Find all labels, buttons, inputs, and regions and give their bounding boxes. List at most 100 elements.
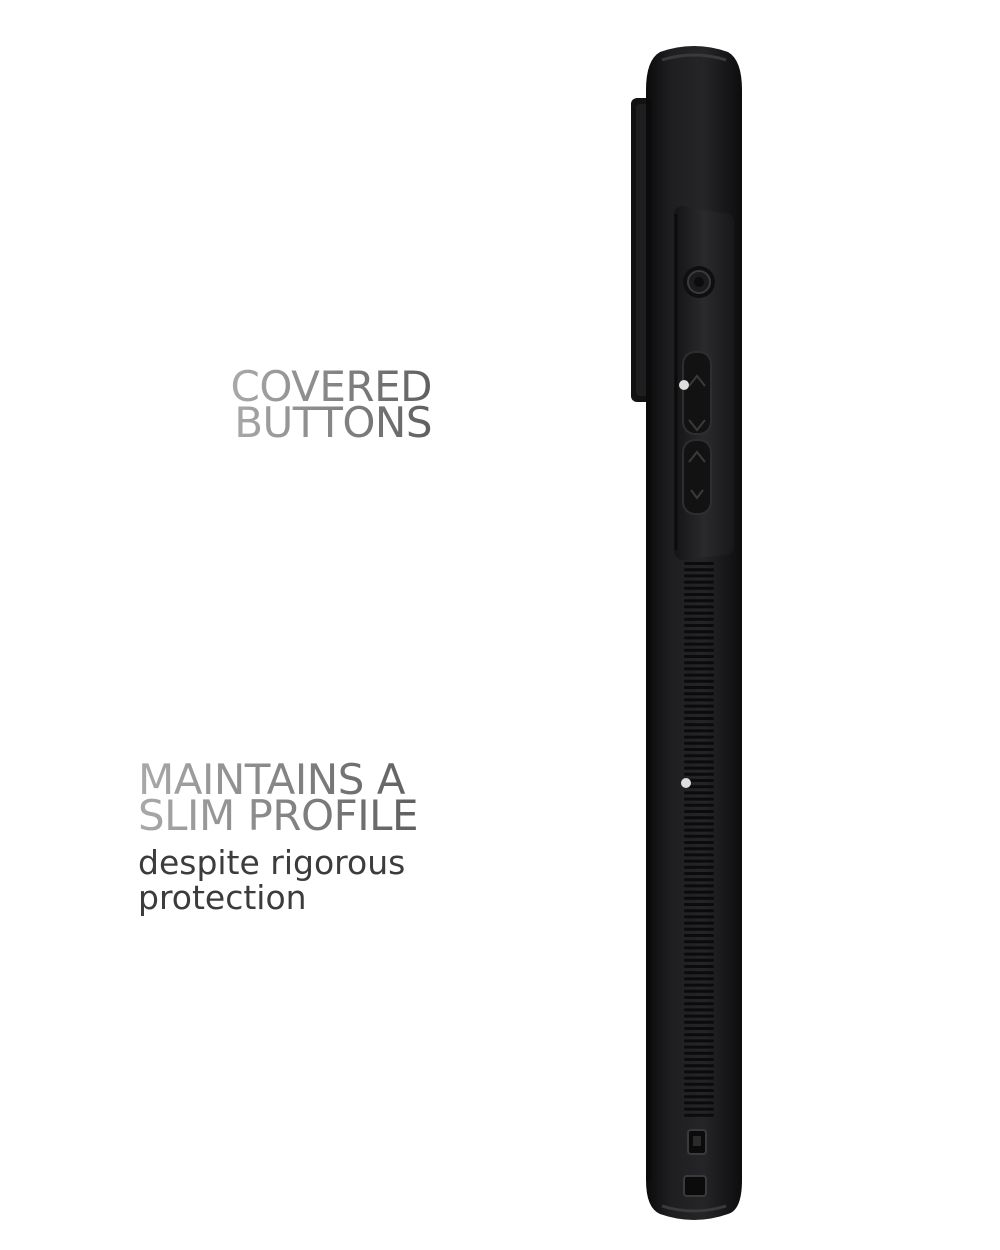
grip-ridge — [684, 617, 714, 621]
grip-ridge — [684, 636, 714, 640]
grip-ridge — [684, 1045, 714, 1049]
grip-ridge — [684, 1076, 714, 1080]
grip-ridge — [684, 741, 714, 745]
grip-ridge — [684, 723, 714, 727]
grip-ridge — [684, 772, 714, 776]
slim-profile-sub-line2: protection — [138, 878, 307, 917]
grip-ridge — [684, 791, 714, 795]
grip-ridge — [684, 760, 714, 764]
grip-ridge — [684, 859, 714, 863]
grip-ridge — [684, 1082, 714, 1086]
grip-ridge — [684, 934, 714, 937]
grip-ridge — [684, 797, 714, 801]
grip-ridge — [684, 630, 714, 634]
grip-ridge — [684, 816, 714, 820]
grip-ridge — [684, 896, 714, 900]
grip-ridge — [684, 785, 714, 789]
grip-ridge — [684, 921, 714, 925]
slim-profile-sub-line1: despite rigorous — [138, 843, 406, 882]
grip-ridge — [684, 803, 714, 807]
covered-buttons-line2: BUTTONS — [234, 398, 432, 447]
grip-ridge — [684, 890, 714, 894]
grip-ridge — [684, 989, 714, 993]
grip-ridge — [684, 1064, 714, 1068]
grip-ridge — [684, 562, 714, 565]
grip-ridge — [684, 1107, 714, 1111]
grip-ridge — [684, 1101, 714, 1105]
grip-ridge — [684, 599, 714, 603]
grip-ridge — [684, 940, 714, 944]
grip-ridge — [684, 971, 714, 975]
grip-ridge — [684, 878, 714, 882]
grip-ridge — [684, 1002, 714, 1006]
grip-ridge — [684, 1095, 714, 1099]
grip-ridge — [684, 828, 714, 832]
grip-ridge — [684, 766, 714, 770]
grip-ridge — [684, 1014, 714, 1018]
grip-ridge — [684, 754, 714, 758]
grip-ridge — [684, 1113, 714, 1117]
slim-profile-pointer — [476, 778, 691, 788]
bottom-port-icon — [683, 1175, 707, 1197]
grip-ridge — [684, 834, 714, 838]
grip-ridge — [684, 822, 714, 826]
grip-ridge — [684, 648, 714, 652]
grip-ridge — [684, 593, 714, 596]
grip-ridge — [684, 1051, 714, 1055]
grip-ridge — [684, 735, 714, 739]
grip-ridge — [684, 853, 714, 857]
grip-ridge — [684, 946, 714, 950]
grip-ridge — [684, 965, 714, 968]
grip-ridge — [684, 611, 714, 615]
power-button-icon — [683, 266, 715, 298]
grip-ridge — [684, 1008, 714, 1012]
covered-buttons-pointer — [472, 380, 689, 390]
grip-ridge — [684, 847, 714, 851]
grip-ridge — [684, 673, 714, 677]
grip-ridge — [684, 580, 714, 584]
volume-down-button-icon — [682, 439, 712, 515]
grip-ridge — [684, 679, 714, 683]
grip-ridge — [684, 1070, 714, 1074]
grip-ridge — [684, 642, 714, 646]
grip-ridge — [684, 996, 714, 999]
slim-profile-heading: MAINTAINS A SLIM PROFILE — [138, 762, 418, 834]
grip-ridge — [684, 958, 714, 962]
grip-ridge — [684, 568, 714, 572]
grip-ridge — [684, 884, 714, 888]
grip-ridge — [684, 1058, 714, 1061]
grip-ridges — [684, 562, 714, 1117]
grip-ridge — [684, 655, 714, 658]
grip-ridge — [684, 872, 714, 875]
grip-ridge — [684, 704, 714, 708]
grip-ridge — [684, 909, 714, 913]
grip-ridge — [684, 1089, 714, 1092]
grip-ridge — [684, 661, 714, 665]
slim-profile-line2: SLIM PROFILE — [138, 791, 419, 840]
grip-ridge — [684, 605, 714, 609]
grip-ridge — [684, 927, 714, 931]
grip-ridge — [684, 983, 714, 987]
grip-ridge — [684, 624, 714, 627]
grip-ridge — [684, 698, 714, 702]
grip-ridge — [684, 841, 714, 844]
grip-ridge — [684, 586, 714, 590]
grip-ridge — [684, 1020, 714, 1024]
grip-ridge — [684, 748, 714, 751]
grip-ridge — [684, 710, 714, 714]
volume-up-button-icon — [682, 351, 712, 435]
grip-ridge — [684, 915, 714, 919]
grip-ridge — [684, 667, 714, 671]
grip-ridge — [684, 779, 714, 782]
grip-ridge — [684, 692, 714, 696]
grip-ridge — [684, 977, 714, 981]
grip-ridge — [684, 810, 714, 813]
grip-ridge — [684, 1027, 714, 1030]
grip-ridge — [684, 729, 714, 733]
grip-ridge — [684, 1039, 714, 1043]
grip-ridge — [684, 865, 714, 869]
grip-ridge — [684, 717, 714, 720]
covered-buttons-heading: COVERED BUTTONS — [231, 369, 432, 441]
lanyard-hole-icon — [687, 1129, 707, 1155]
